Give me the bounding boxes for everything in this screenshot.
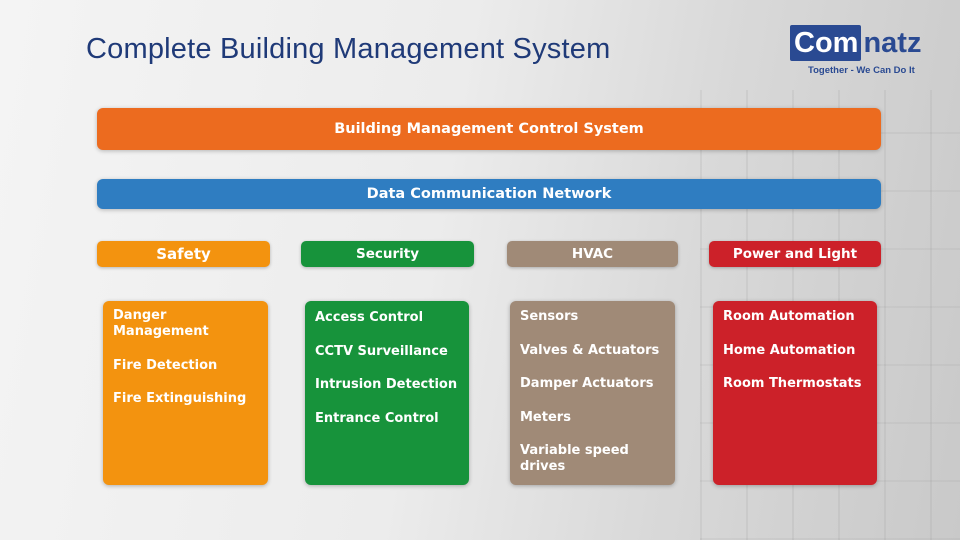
list-item: Room Automation xyxy=(723,309,855,324)
category-header-safety: Safety xyxy=(97,241,270,267)
list-item: Meters xyxy=(520,409,571,425)
logo-natz-text: natz xyxy=(863,26,922,59)
category-panel-hvac: Sensors Valves & Actuators Damper Actuat… xyxy=(510,301,675,485)
category-panel-power-and-light: Room Automation Home Automation Room The… xyxy=(713,301,877,485)
category-panel-safety: Danger Management Fire Detection Fire Ex… xyxy=(103,301,268,485)
slide-title: Complete Building Management System xyxy=(86,33,611,65)
list-item: Intrusion Detection xyxy=(315,377,458,392)
list-item: Home Automation xyxy=(723,342,856,358)
list-item: Entrance Control xyxy=(315,410,439,426)
comnatz-logo: Com natz Together - We Can Do It xyxy=(790,25,932,77)
list-item: Sensors xyxy=(520,309,579,324)
category-header-hvac: HVAC xyxy=(507,241,678,267)
control-system-bar: Building Management Control System xyxy=(97,108,881,150)
category-panel-security: Access Control CCTV Surveillance Intrusi… xyxy=(305,301,469,485)
list-item: Fire Extinguishing xyxy=(113,391,247,406)
list-item: Valves & Actuators xyxy=(520,342,660,358)
list-item: Variable speed drives xyxy=(520,443,629,474)
logo-tagline: Together - We Can Do It xyxy=(808,65,915,76)
list-item: Fire Detection xyxy=(113,357,218,373)
list-item: Access Control xyxy=(315,310,424,325)
list-item: Damper Actuators xyxy=(520,376,654,391)
list-item: Danger Management xyxy=(113,308,209,339)
logo-com-text: Com xyxy=(790,25,862,61)
category-header-power-and-light: Power and Light xyxy=(709,241,881,267)
data-network-bar: Data Communication Network xyxy=(97,179,881,209)
list-item: Room Thermostats xyxy=(723,376,862,391)
list-item: CCTV Surveillance xyxy=(315,343,448,359)
logo-wordmark: Com natz xyxy=(790,25,932,61)
category-header-security: Security xyxy=(301,241,474,267)
